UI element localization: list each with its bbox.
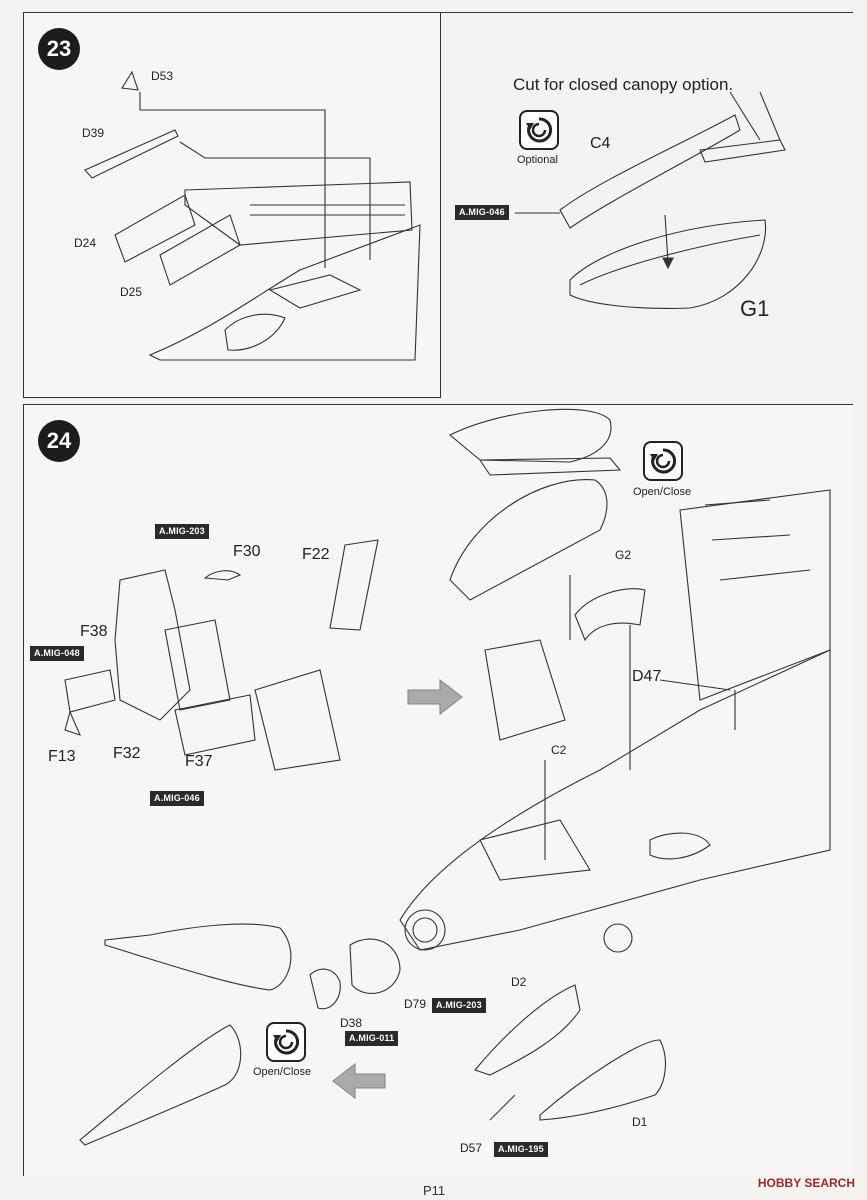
paint-tag-seat-top: A.MIG-203	[155, 524, 209, 539]
label-f13: F13	[48, 748, 76, 765]
part-d39-shape	[84, 129, 179, 179]
open-close-icon-bottom	[266, 1022, 306, 1062]
label-f30: F30	[233, 543, 261, 560]
watermark-logo: HOBBY SEARCH	[757, 1176, 855, 1190]
label-g1: G1	[740, 296, 770, 321]
open-close-icon-top	[643, 441, 683, 481]
part-f30-shape	[203, 570, 242, 581]
part-d24-shape	[114, 194, 196, 263]
canopy-closed-shape	[449, 479, 608, 601]
paint-tag-d57: A.MIG-195	[494, 1142, 548, 1157]
paint-tag-d79: A.MIG-203	[432, 998, 486, 1013]
step-23-badge: 23	[38, 28, 80, 70]
part-d25-shape	[159, 214, 241, 286]
part-d53-shape	[121, 70, 139, 91]
paint-tag-seat-left: A.MIG-048	[30, 646, 84, 661]
open-close-arrow-shape	[332, 1062, 386, 1100]
paint-tag-seat-bottom: A.MIG-046	[150, 791, 204, 806]
part-d38-shape	[309, 968, 341, 1010]
label-d39: D39	[82, 126, 105, 140]
part-d1-shape	[539, 1039, 666, 1121]
label-d57: D57	[460, 1141, 483, 1155]
label-c4: C4	[590, 135, 611, 152]
label-d79: D79	[404, 997, 427, 1011]
step-24-badge: 24	[38, 420, 80, 462]
part-c4-shape	[559, 114, 741, 229]
label-d38: D38	[340, 1016, 363, 1030]
label-d53: D53	[151, 69, 174, 83]
label-f38: F38	[80, 623, 108, 640]
rotate-arrow-icon	[273, 1029, 300, 1055]
optional-caption: Optional	[517, 154, 558, 166]
label-d24: D24	[74, 236, 97, 250]
label-g2: G2	[615, 548, 632, 562]
label-d25: D25	[120, 285, 143, 299]
seat-exploded-shape	[114, 569, 191, 721]
optional-icon	[519, 110, 559, 150]
assembly-arrow-shape	[407, 678, 463, 716]
label-f22: F22	[302, 546, 330, 563]
rotate-arrow-icon	[650, 448, 677, 474]
label-d2: D2	[511, 975, 527, 989]
part-g1-shape	[569, 219, 767, 309]
part-g2-shape	[574, 588, 646, 642]
part-d79-shape	[349, 938, 401, 994]
paint-tag-d38: A.MIG-011	[345, 1031, 399, 1046]
seat-assembled-shape	[254, 669, 341, 771]
nose-cone-bottom-shape	[79, 1024, 242, 1146]
rotate-arrow-icon	[526, 117, 553, 143]
page-number: P11	[423, 1183, 446, 1198]
part-d2-shape	[474, 984, 581, 1076]
canopy-open-shape	[449, 408, 612, 463]
fuselage-24-shape	[399, 649, 831, 951]
part-f22-shape	[329, 539, 379, 631]
nose-cone-top-shape	[104, 923, 292, 991]
closed-canopy-note: Cut for closed canopy option.	[513, 75, 734, 94]
open-close-caption-bottom: Open/Close	[253, 1066, 312, 1078]
label-f37: F37	[185, 753, 213, 770]
paint-tag-c4: A.MIG-046	[455, 205, 509, 220]
step-23-right-frame	[440, 12, 853, 404]
fuselage-spine-23	[148, 224, 421, 361]
label-d1: D1	[632, 1115, 648, 1129]
open-close-caption-top: Open/Close	[633, 486, 692, 498]
label-d47: D47	[632, 668, 662, 685]
label-c2: C2	[551, 743, 567, 757]
label-f32: F32	[113, 745, 141, 762]
